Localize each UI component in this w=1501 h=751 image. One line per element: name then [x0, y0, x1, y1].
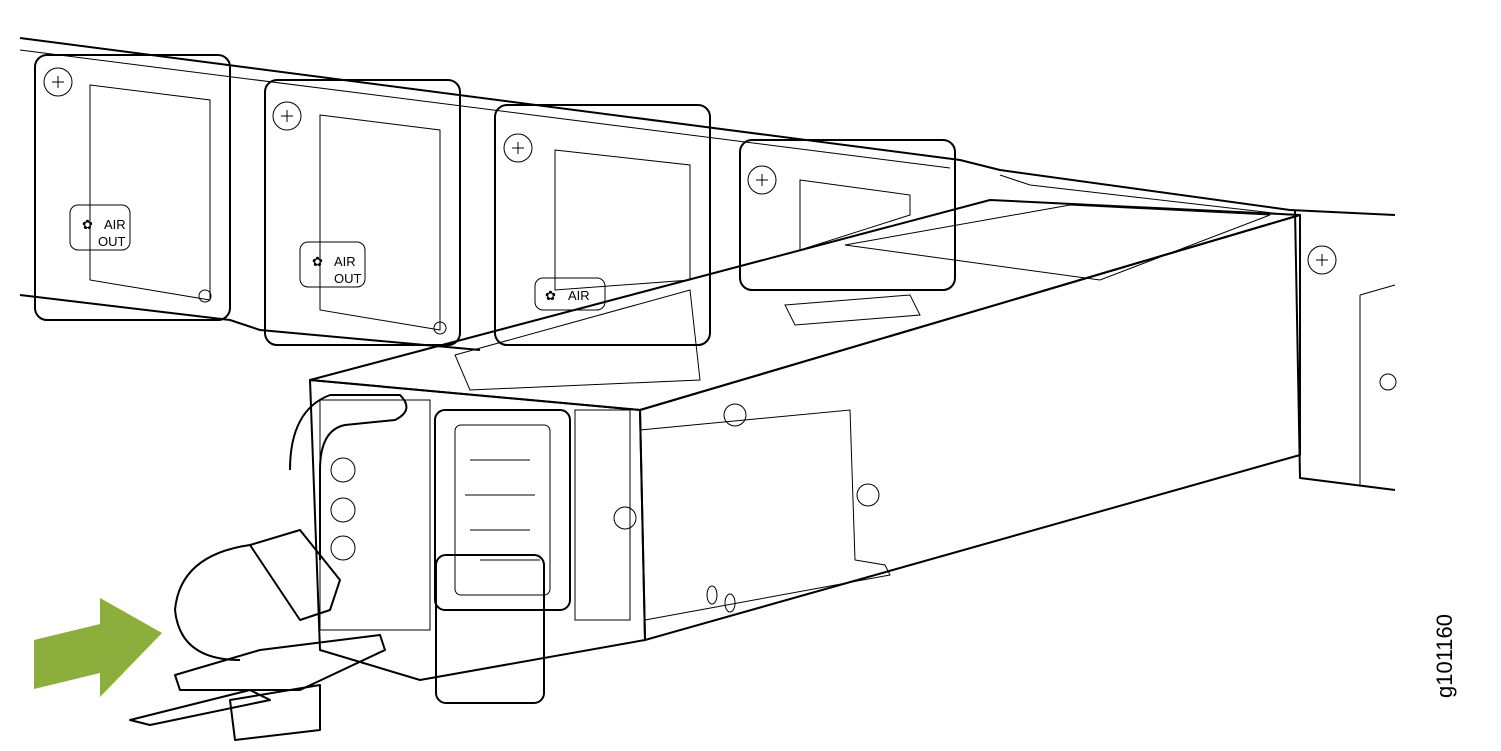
power-supply-unit: [289, 199, 1301, 704]
figure-id-label: g101160: [1432, 613, 1457, 698]
psu-handle-latch: [435, 554, 545, 704]
air-out-label: OUT: [98, 234, 126, 249]
fan-symbol-icon: ✿: [82, 217, 93, 232]
air-out-label: AIR: [334, 254, 356, 269]
insert-direction-arrow: [34, 598, 162, 697]
fan-module-3: ✿ AIR: [494, 104, 711, 346]
fan-module-1: ✿ AIR OUT: [34, 54, 231, 321]
fan-module-2: ✿ AIR OUT: [264, 79, 461, 346]
chassis: [19, 37, 1397, 491]
air-out-label: AIR: [568, 288, 590, 303]
air-out-label: AIR: [104, 217, 126, 232]
air-out-label: OUT: [334, 271, 362, 286]
fan-symbol-icon: ✿: [312, 254, 323, 269]
fan-module-4: [739, 139, 956, 291]
fan-symbol-icon: ✿: [545, 288, 556, 303]
power-cord-retainer: [129, 529, 386, 741]
